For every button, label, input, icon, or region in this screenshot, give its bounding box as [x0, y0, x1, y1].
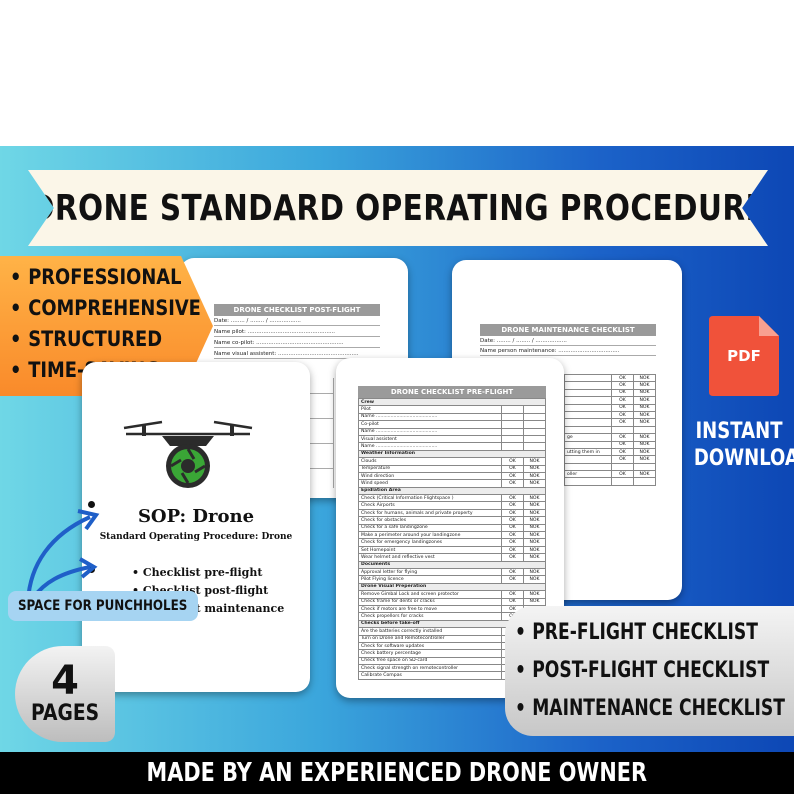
form-row: Date: ........ / ........ / ............…: [480, 337, 656, 346]
sop-item: Checklist pre-flight: [132, 564, 284, 582]
table-row: Check (Critical Information Flightspace …: [358, 494, 546, 503]
sop-title: SOP: Drone: [137, 506, 255, 527]
section-row: Epidlation Area: [358, 486, 546, 496]
checklist-item: POST-FLIGHT CHECKLIST: [515, 652, 769, 690]
footer-bar: MADE BY AN EXPERIENCED DRONE OWNER: [0, 752, 794, 794]
table-row: Visual assistent: [358, 434, 546, 444]
sop-subtitle: Standard Operating Procedure: Drone: [99, 532, 293, 542]
pages-count: 4: [51, 658, 79, 704]
checklists-box: PRE-FLIGHT CHECKLIST POST-FLIGHT CHECKLI…: [505, 606, 794, 736]
instant-line: INSTANT: [695, 419, 783, 444]
table-row: Make a perimeter around your landingzone…: [358, 531, 546, 540]
punchholes-label: SPACE FOR PUNCHHOLES: [8, 591, 198, 621]
section-row: Weather Information: [358, 449, 546, 459]
punchhole-dot: [88, 501, 95, 508]
table-lines: [308, 378, 334, 488]
pages-label: PAGES: [30, 701, 100, 726]
maintenance-title: DRONE MAINTENANCE CHECKLIST: [480, 324, 656, 336]
pre-flight-title: DRONE CHECKLIST PRE-FLIGHT: [358, 386, 546, 398]
feature-item: COMPREHENSIVE: [10, 293, 201, 324]
checklist-item: PRE-FLIGHT CHECKLIST: [515, 614, 758, 652]
form-row: Name co-pilot: .........................…: [214, 339, 380, 348]
table-row: Co-pilot: [358, 420, 546, 429]
title-banner: DRONE STANDARD OPERATING PROCEDURE: [28, 170, 768, 246]
table-row: Name ...................................…: [358, 442, 546, 451]
table-row: Name ...................................…: [358, 427, 546, 436]
pages-badge: 4 PAGES: [15, 646, 115, 742]
drone-icon: [123, 420, 253, 488]
table-row: Name ...................................…: [358, 412, 546, 422]
feature-item: STRUCTURED: [10, 324, 183, 355]
section-row: Drone Visual Preperation: [358, 582, 546, 592]
form-row: Name pilot: ............................…: [214, 328, 380, 337]
feature-item: PROFESSIONAL: [10, 262, 183, 293]
form-row: Date: ........ / ........ / ............…: [214, 317, 380, 326]
form-row: Name visual assistent: .................…: [214, 350, 380, 359]
instant-download-text: INSTANT DOWNLOAD: [693, 418, 794, 472]
download-line: DOWNLOAD: [693, 446, 794, 471]
arrow-icon: [26, 509, 100, 602]
checklist-item: MAINTENANCE CHECKLIST: [515, 690, 785, 728]
footer-text: MADE BY AN EXPERIENCED DRONE OWNER: [146, 758, 648, 788]
table-row: Pilot: [358, 405, 546, 414]
table-row: Check for humans, animals and private pr…: [358, 508, 546, 518]
form-row: Name person maintenance: ...............…: [480, 347, 656, 356]
section-row: Crew: [358, 397, 546, 407]
banner-title: DRONE STANDARD OPERATING PROCEDURE: [29, 187, 767, 229]
pdf-label: PDF: [727, 347, 761, 365]
pdf-file-icon: PDF: [709, 316, 779, 396]
section-row: Documents: [358, 560, 546, 570]
post-flight-title: DRONE CHECKLIST POST-FLIGHT: [214, 304, 380, 316]
